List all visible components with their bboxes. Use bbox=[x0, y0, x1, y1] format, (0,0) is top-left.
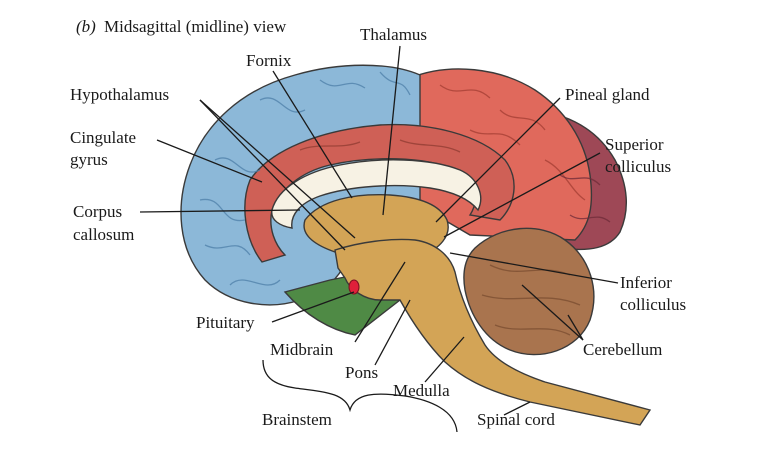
label-cingulate-gyrus-line1: Cingulate bbox=[70, 128, 136, 147]
leader-pituitary bbox=[271, 291, 355, 323]
leader-corpus-callosum bbox=[139, 209, 301, 213]
label-corpus-callosum-line1: Corpus bbox=[73, 202, 122, 221]
label-spinal-cord: Spinal cord bbox=[477, 410, 555, 429]
leader-lines bbox=[139, 45, 619, 416]
leader-cingulate bbox=[156, 139, 263, 183]
corpus-callosum-region bbox=[271, 159, 482, 229]
figure-title: Midsagittal (midline) view bbox=[104, 17, 287, 36]
gyri-folds bbox=[199, 71, 611, 336]
label-cerebellum: Cerebellum bbox=[583, 340, 662, 359]
leader-fornix bbox=[272, 70, 353, 199]
label-superior-colliculus-line2: colliculus bbox=[605, 157, 671, 176]
label-thalamus: Thalamus bbox=[360, 25, 427, 44]
leader-hypothalamus bbox=[199, 99, 346, 251]
labels: (b) Midsagittal (midline) view Thalamus … bbox=[70, 17, 686, 429]
label-cingulate-gyrus-line2: gyrus bbox=[70, 150, 108, 169]
brainstem-bracket bbox=[262, 359, 458, 433]
label-medulla: Medulla bbox=[393, 381, 450, 400]
leader-medulla bbox=[424, 336, 465, 383]
leader-superior-colliculus bbox=[443, 152, 601, 238]
label-inferior-colliculus-line1: Inferior bbox=[620, 273, 672, 292]
label-pituitary: Pituitary bbox=[196, 313, 255, 332]
label-inferior-colliculus-line2: colliculus bbox=[620, 295, 686, 314]
leader-inferior-colliculus bbox=[449, 252, 619, 284]
leader-cerebellum-2 bbox=[567, 314, 584, 341]
panel-label: (b) bbox=[76, 17, 96, 36]
leader-thalamus bbox=[382, 45, 401, 216]
leader-hypothalamus-2 bbox=[199, 99, 356, 239]
label-fornix: Fornix bbox=[246, 51, 292, 70]
pituitary-gland-region bbox=[348, 279, 360, 295]
leader-pons bbox=[374, 299, 411, 366]
label-midbrain: Midbrain bbox=[270, 340, 334, 359]
label-superior-colliculus-line1: Superior bbox=[605, 135, 664, 154]
label-brainstem: Brainstem bbox=[262, 410, 332, 429]
leader-cerebellum-1 bbox=[521, 284, 584, 341]
label-pineal-gland: Pineal gland bbox=[565, 85, 650, 104]
brainstem-region bbox=[334, 238, 652, 426]
label-pons: Pons bbox=[345, 363, 378, 382]
leader-midbrain bbox=[354, 261, 406, 343]
label-corpus-callosum-line2: callosum bbox=[73, 225, 134, 244]
brain-artwork bbox=[180, 64, 652, 426]
leader-pineal bbox=[435, 97, 561, 223]
leader-spinal-cord bbox=[503, 401, 531, 416]
label-hypothalamus: Hypothalamus bbox=[70, 85, 169, 104]
